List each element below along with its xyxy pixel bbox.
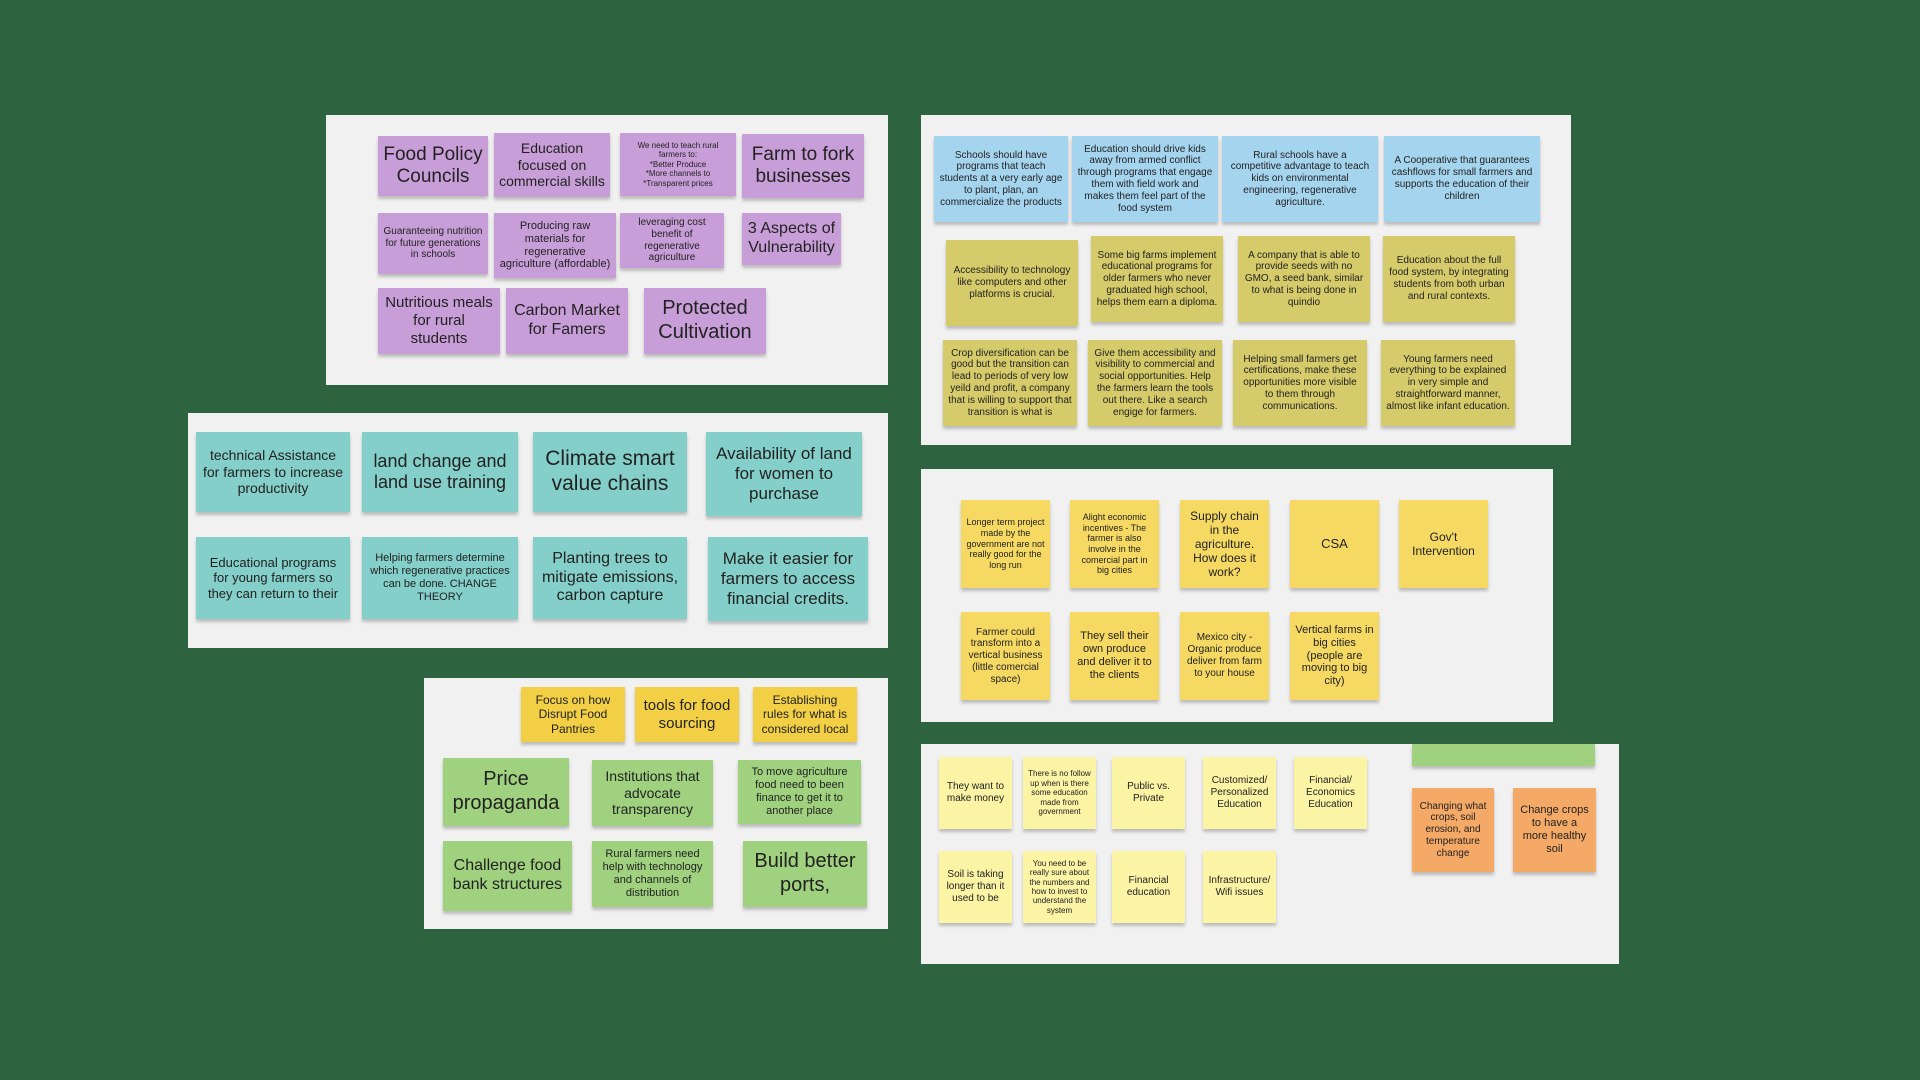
sticky-note[interactable]: Mexico city - Organic produce deliver fr… — [1180, 612, 1269, 700]
sticky-note[interactable]: Climate smart value chains — [533, 432, 687, 512]
sticky-note[interactable]: They sell their own produce and deliver … — [1070, 612, 1159, 700]
sticky-note[interactable]: Change crops to have a more healthy soil — [1513, 788, 1596, 872]
sticky-note[interactable]: To move agriculture food need to been fi… — [738, 760, 861, 824]
sticky-note[interactable]: Supply chain in the agriculture. How doe… — [1180, 500, 1269, 588]
sticky-note[interactable]: Customized/ Personalized Education — [1203, 757, 1276, 829]
sticky-note[interactable]: There is no follow up when is there some… — [1023, 757, 1096, 829]
sticky-note[interactable]: Farm to fork businesses — [742, 134, 864, 198]
sticky-note[interactable]: Helping small farmers get certifications… — [1233, 340, 1367, 426]
sticky-note[interactable]: Young farmers need everything to be expl… — [1381, 340, 1515, 426]
sticky-note[interactable]: Availability of land for women to purcha… — [706, 432, 862, 516]
sticky-note[interactable]: Soil is taking longer than it used to be — [939, 851, 1012, 923]
sticky-note[interactable]: Schools should have programs that teach … — [934, 136, 1068, 222]
sticky-note[interactable]: Helping farmers determine which regenera… — [362, 537, 518, 619]
sticky-note[interactable]: Educational programs for young farmers s… — [196, 537, 350, 619]
sticky-note[interactable]: Protected Cultivation — [644, 288, 766, 354]
sticky-note[interactable]: Guaranteeing nutrition for future genera… — [378, 213, 488, 274]
sticky-note[interactable]: Rural farmers need help with technology … — [592, 841, 713, 907]
sticky-note[interactable]: Vertical farms in big cities (people are… — [1290, 612, 1379, 700]
sticky-note[interactable]: A Cooperative that guarantees cashflows … — [1384, 136, 1540, 222]
sticky-note[interactable]: Price propaganda — [443, 758, 569, 826]
sticky-note[interactable]: tools for food sourcing — [635, 687, 739, 742]
sticky-note[interactable]: Education focused on commercial skills — [494, 133, 610, 197]
sticky-note[interactable]: Challenge food bank structures — [443, 841, 572, 911]
sticky-note[interactable]: Establishing rules for what is considere… — [753, 687, 857, 742]
sticky-note[interactable]: Accessibility to technology like compute… — [946, 240, 1078, 326]
sticky-note[interactable]: Food Policy Councils — [378, 136, 488, 196]
sticky-note[interactable]: Financial/ Economics Education — [1294, 757, 1367, 829]
sticky-note[interactable]: Give them accessibility and visibility t… — [1088, 340, 1222, 426]
sticky-note[interactable] — [1412, 744, 1595, 766]
sticky-note[interactable]: Planting trees to mitigate emissions, ca… — [533, 537, 687, 619]
sticky-note[interactable]: land change and land use training — [362, 432, 518, 512]
sticky-note[interactable]: Public vs. Private — [1112, 757, 1185, 829]
sticky-note[interactable]: Infrastructure/ Wifi issues — [1203, 851, 1276, 923]
sticky-note[interactable]: Financial education — [1112, 851, 1185, 923]
sticky-note[interactable]: Carbon Market for Famers — [506, 288, 628, 354]
sticky-note[interactable]: Institutions that advocate transparency — [592, 760, 713, 826]
sticky-note[interactable]: Make it easier for farmers to access fin… — [708, 537, 868, 621]
sticky-note[interactable]: Changing what crops, soil erosion, and t… — [1412, 788, 1494, 872]
sticky-note[interactable]: Education about the full food system, by… — [1383, 236, 1515, 322]
sticky-note[interactable]: Focus on how Disrupt Food Pantries — [521, 687, 625, 742]
sticky-note[interactable]: technical Assistance for farmers to incr… — [196, 432, 350, 512]
sticky-note[interactable]: leveraging cost benefit of regenerative … — [620, 213, 724, 268]
sticky-note[interactable]: You need to be really sure about the num… — [1023, 851, 1096, 923]
sticky-note[interactable]: CSA — [1290, 500, 1379, 588]
sticky-note[interactable]: We need to teach rural farmers to: *Bett… — [620, 133, 736, 196]
sticky-note[interactable]: Education should drive kids away from ar… — [1072, 136, 1218, 222]
sticky-note[interactable]: Crop diversification can be good but the… — [943, 340, 1077, 426]
sticky-note[interactable]: Nutritious meals for rural students — [378, 288, 500, 354]
sticky-note[interactable]: Farmer could transform into a vertical b… — [961, 612, 1050, 700]
sticky-note[interactable]: Some big farms implement educational pro… — [1091, 236, 1223, 322]
sticky-note[interactable]: Rural schools have a competitive advanta… — [1222, 136, 1378, 222]
sticky-note[interactable]: 3 Aspects of Vulnerability — [742, 213, 841, 265]
sticky-note[interactable]: They want to make money — [939, 757, 1012, 829]
sticky-note[interactable]: Build better ports, — [743, 841, 867, 907]
sticky-note[interactable]: Alight economic incentives - The farmer … — [1070, 500, 1159, 588]
sticky-note[interactable]: Longer term project made by the governme… — [961, 500, 1050, 588]
sticky-note[interactable]: A company that is able to provide seeds … — [1238, 236, 1370, 322]
sticky-note[interactable]: Gov't Intervention — [1399, 500, 1488, 588]
sticky-note[interactable]: Producing raw materials for regenerative… — [494, 213, 616, 278]
